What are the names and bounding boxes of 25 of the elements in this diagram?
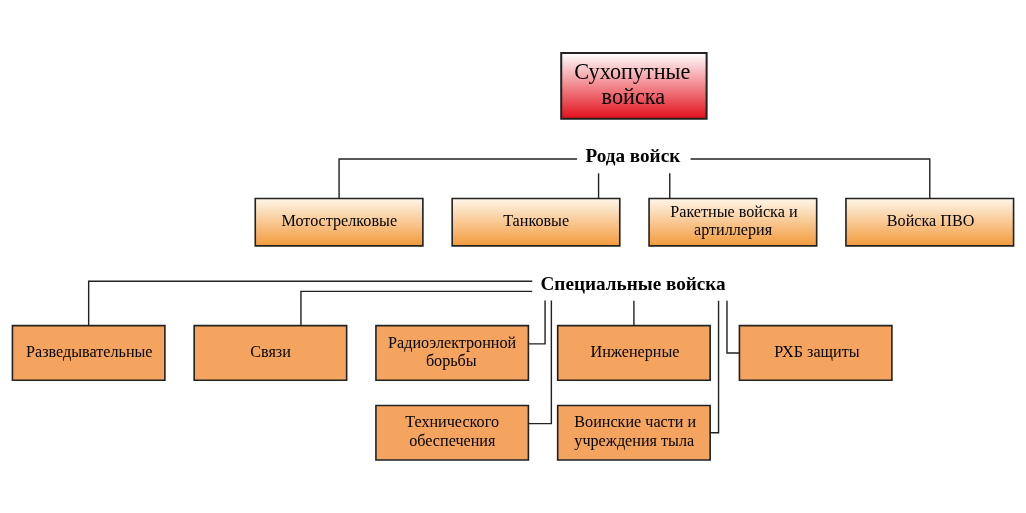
node-box: Сухопутные войска xyxy=(560,52,708,120)
connector xyxy=(87,280,534,327)
node-box: Ракетные войска и артиллерия xyxy=(648,197,818,247)
connector xyxy=(528,299,553,425)
connector xyxy=(338,158,578,199)
node-box: Войска ПВО xyxy=(845,197,1015,247)
node-box: Технического обеспечения xyxy=(375,404,530,461)
connector xyxy=(709,299,720,434)
connector xyxy=(300,290,533,327)
node-box: Воинские части и учреждения тыла xyxy=(556,404,711,461)
node-box: Радиоэлектронной борьбы xyxy=(375,324,530,381)
connector xyxy=(633,300,635,327)
node-box: Разведывательные xyxy=(11,324,166,381)
node-text: Рода войск xyxy=(585,145,681,167)
connector xyxy=(527,299,546,345)
connector xyxy=(597,172,600,199)
connector xyxy=(669,172,671,199)
node-box: Инженерные xyxy=(556,324,711,381)
connector xyxy=(726,300,740,354)
node-box: РХБ защиты xyxy=(738,324,893,381)
node-box: Мотострелковые xyxy=(254,197,424,247)
node-text: Специальные войска xyxy=(540,272,726,294)
connector xyxy=(689,158,931,199)
node-box: Танковые xyxy=(451,197,621,247)
node-box: Связи xyxy=(193,324,348,381)
